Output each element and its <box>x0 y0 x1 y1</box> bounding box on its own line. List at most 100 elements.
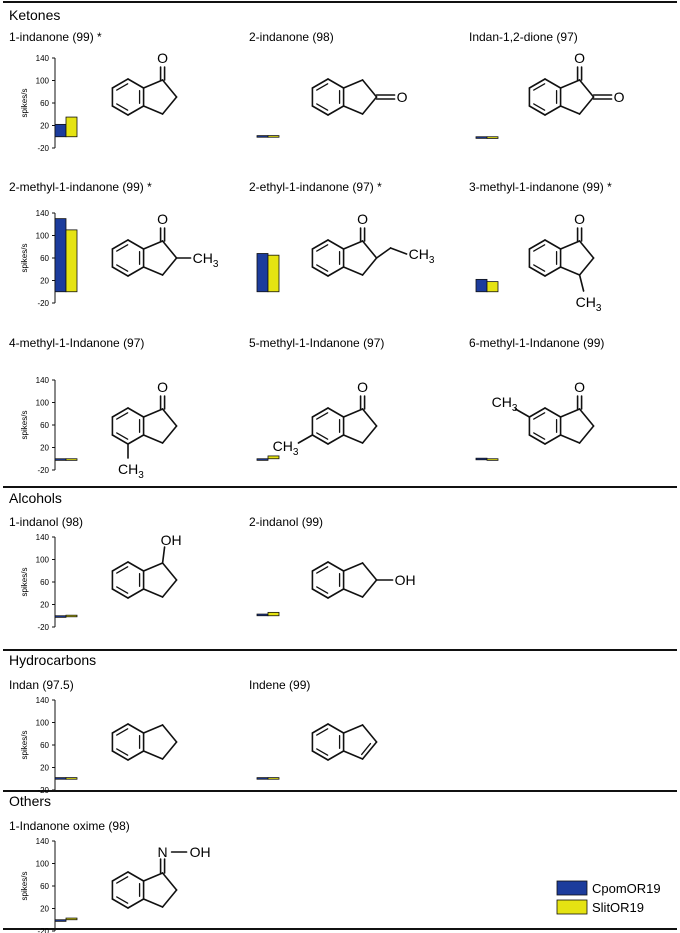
y-tick-label: 100 <box>36 77 50 86</box>
y-tick-label: -20 <box>37 299 49 308</box>
aromatic-bond <box>533 264 546 272</box>
ring-bond <box>311 434 329 445</box>
ring-bond <box>142 562 164 572</box>
ring-bond <box>111 561 129 572</box>
ring-bond <box>311 750 329 761</box>
compound-label: 5-methyl-1-Indanone (97) <box>249 336 384 350</box>
legend-label: CpomOR19 <box>592 881 661 896</box>
ring-bond <box>544 407 562 418</box>
bar-SlitOR19 <box>267 777 280 780</box>
y-tick-label: 140 <box>36 696 50 705</box>
ring-bond <box>111 239 129 250</box>
bond <box>161 546 166 564</box>
aromatic-bond <box>316 586 329 594</box>
y-tick-label: 140 <box>36 209 50 218</box>
ring-bond <box>111 78 129 89</box>
ring-bond <box>142 79 164 89</box>
bar-CpomOR19 <box>256 458 269 461</box>
ring-bond <box>327 266 345 277</box>
y-axis-label: spikes/s <box>20 244 29 273</box>
compound-panel: 1-Indanone oxime (98)1401006020-20spikes… <box>9 819 211 933</box>
ring-bond <box>578 79 595 98</box>
section-title: Hydrocarbons <box>9 652 96 668</box>
ring-bond <box>127 266 145 277</box>
bar-SlitOR19 <box>65 917 78 921</box>
ring-bond <box>528 78 546 89</box>
methyl-label: CH3 <box>273 438 299 458</box>
y-tick-label: -20 <box>37 927 49 933</box>
compound-label: Indan-1,2-dione (97) <box>469 30 578 44</box>
compound-label: 2-indanone (98) <box>249 30 334 44</box>
aromatic-bond <box>116 896 129 904</box>
oxygen-label: O <box>157 379 168 395</box>
y-tick-label: 100 <box>36 556 50 565</box>
ring-bond <box>361 579 378 598</box>
ring-bond <box>161 741 178 760</box>
aromatic-bond <box>533 103 546 111</box>
ring-bond <box>127 750 145 761</box>
ring-bond <box>327 723 345 734</box>
ring-bond <box>142 588 164 598</box>
bar-SlitOR19 <box>65 116 78 138</box>
methyl-subscript: 3 <box>596 303 602 314</box>
ring-bond <box>142 872 164 882</box>
y-axis-label: spikes/s <box>20 411 29 440</box>
ring-bond <box>142 105 164 115</box>
bond <box>514 408 531 418</box>
aromatic-bond <box>316 83 329 91</box>
oxygen-label: O <box>157 50 168 66</box>
y-tick-label: 140 <box>36 533 50 542</box>
ring-bond <box>327 750 345 761</box>
y-tick-label: 100 <box>36 719 50 728</box>
bond <box>389 247 408 255</box>
ring-bond <box>528 239 546 250</box>
ring-bond <box>111 588 129 599</box>
compound-panel: 2-methyl-1-indanone (99) *1401006020-20s… <box>9 180 219 308</box>
bond <box>578 274 585 292</box>
y-tick-label: 20 <box>40 122 49 131</box>
ring-bond <box>342 408 364 418</box>
bar-SlitOR19 <box>267 254 280 293</box>
ring-bond <box>127 723 145 734</box>
aromatic-bond <box>316 432 329 440</box>
section-title: Ketones <box>9 7 60 23</box>
bar-SlitOR19 <box>486 136 499 139</box>
bar-SlitOR19 <box>65 229 78 293</box>
y-tick-label: 60 <box>40 421 49 430</box>
ring-bond <box>127 588 145 599</box>
aromatic-bond <box>533 83 546 91</box>
ring-bond <box>528 105 546 116</box>
aromatic-bond <box>116 566 129 574</box>
y-tick-label: 20 <box>40 601 49 610</box>
bar-CpomOR19 <box>475 278 488 293</box>
oxygen-label: O <box>574 379 585 395</box>
ring-bond <box>361 240 378 259</box>
y-tick-label: 60 <box>40 254 49 263</box>
methyl-subscript: 3 <box>429 255 435 266</box>
aromatic-bond <box>533 244 546 252</box>
oxygen-label: O <box>574 211 585 227</box>
oxygen-label: O <box>357 379 368 395</box>
ring-bond <box>311 78 329 89</box>
hydroxyl-label: OH <box>395 572 416 588</box>
ring-bond <box>327 434 345 445</box>
methyl-label: CH3 <box>409 246 435 266</box>
aromatic-bond <box>116 264 129 272</box>
ring-bond <box>142 750 164 760</box>
bar-SlitOR19 <box>65 458 78 461</box>
compound-label: 1-indanone (99) * <box>9 30 102 44</box>
ring-bond <box>311 561 329 572</box>
ring-bond <box>127 871 145 882</box>
ring-bond <box>559 434 581 444</box>
ring-bond <box>111 105 129 116</box>
aromatic-bond <box>533 432 546 440</box>
bar-CpomOR19 <box>475 136 488 139</box>
methyl-subscript: 3 <box>138 470 144 481</box>
aromatic-bond <box>316 244 329 252</box>
ring-bond <box>142 898 164 908</box>
